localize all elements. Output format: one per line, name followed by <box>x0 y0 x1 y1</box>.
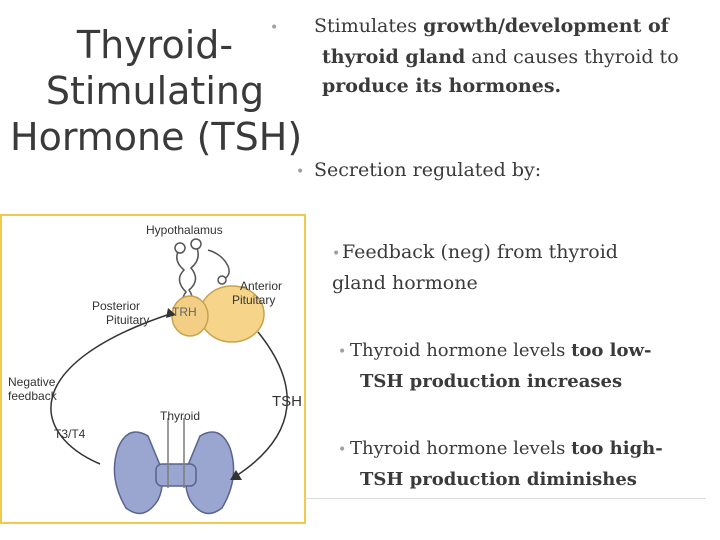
bullet-dot-icon: • <box>332 246 341 262</box>
bullet4-bold: too low- <box>571 340 652 361</box>
title-line-3: Hormone (TSH) <box>10 115 303 159</box>
diagram-svg <box>50 238 288 515</box>
bullet-too-high: •Thyroid hormone levels too high- TSH pr… <box>338 434 698 494</box>
label-hypothalamus: Hypothalamus <box>146 223 223 237</box>
bullet5-pre: Thyroid hormone levels <box>350 438 572 459</box>
bullet-dot-icon: • <box>270 20 279 36</box>
bullet4-pre: Thyroid hormone levels <box>350 340 572 361</box>
hormone-diagram: Hypothalamus Anterior Pituitary Posterio… <box>0 214 310 526</box>
label-feedback: feedback <box>8 389 57 403</box>
label-t3t4: T3/T4 <box>54 427 86 441</box>
label-tsh: TSH <box>272 393 302 410</box>
bullet-secretion: • Secretion regulated by: <box>296 156 706 187</box>
bullet-too-low: •Thyroid hormone levels too low- TSH pro… <box>338 336 698 396</box>
title-line-2: Stimulating <box>45 69 265 113</box>
tsh-arrow <box>235 331 288 477</box>
bullet-dot-icon: • <box>296 164 305 180</box>
bullet-feedback: •Feedback (neg) from thyroid gland hormo… <box>310 238 670 298</box>
footer-divider <box>306 498 706 499</box>
bullet5-rest: TSH production diminishes <box>360 469 637 490</box>
bullet-dot-icon: • <box>338 442 347 458</box>
thyroid-gland-shape <box>113 418 235 515</box>
label-negative: Negative <box>8 375 56 389</box>
label-trh: TRH <box>172 305 197 319</box>
label-anterior: Anterior <box>240 279 283 293</box>
negative-feedback-arrow <box>50 313 171 465</box>
bullet-stimulates: • Stimulates growth/development of thyroi… <box>270 12 706 101</box>
label-posterior: Posterior <box>92 299 141 313</box>
slide-title: Thyroid- Stimulating Hormone (TSH) <box>10 22 303 160</box>
label-thyroid: Thyroid <box>160 409 201 423</box>
title-line-1: Thyroid- <box>76 23 234 67</box>
label-pituitary-anterior: Pituitary <box>232 293 276 307</box>
bullet1-mid: and causes thyroid to <box>465 46 679 68</box>
bullet5-bold: too high- <box>571 438 663 459</box>
bullet1-bold2: produce its hormones. <box>322 75 562 97</box>
bullet1-pre: Stimulates <box>314 15 424 37</box>
bullet3-text: Feedback (neg) from thyroid gland hormon… <box>332 241 618 294</box>
bullet-dot-icon: • <box>338 344 347 360</box>
bullet4-rest: TSH production increases <box>360 371 623 392</box>
bullet2-text: Secretion regulated by: <box>314 159 542 181</box>
label-pituitary-posterior: Pituitary <box>106 313 150 327</box>
bullet1-bold1: growth/development of thyroid gland <box>322 15 669 68</box>
